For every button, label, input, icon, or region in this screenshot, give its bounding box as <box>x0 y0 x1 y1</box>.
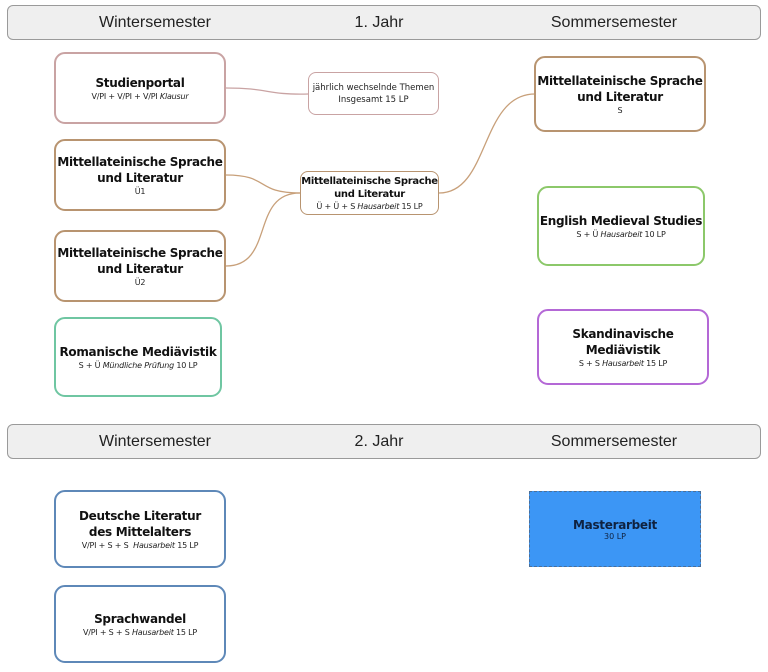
year2-header-bar: Wintersemester 2. Jahr Sommersemester <box>7 424 761 459</box>
module-title: Skandinavische Mediävistik <box>572 326 674 357</box>
module-title: Sprachwandel <box>94 611 186 626</box>
year1-winter-label: Wintersemester <box>98 14 212 31</box>
module-title: Mittellateinische Sprache <box>57 154 223 169</box>
module-masterarbeit[interactable]: Masterarbeit 30 LP <box>529 491 701 567</box>
module-requirements: S + Ü Hausarbeit 10 LP <box>576 229 666 239</box>
module-title: Mittellateinische Sprache <box>537 73 703 88</box>
module-mls-u1[interactable]: Mittellateinische Sprache und Literatur … <box>54 139 226 211</box>
module-mls-combined[interactable]: Mittellateinische Sprache und Literatur … <box>300 171 439 215</box>
connector-module-mls-s <box>438 93 536 194</box>
module-title-line2: und Literatur <box>97 170 183 185</box>
module-requirements: S + Ü Mündliche Prüfung 10 LP <box>78 360 198 370</box>
module-deutsche[interactable]: Deutsche Literatur des Mittelalters V/PI… <box>54 490 226 568</box>
module-themen[interactable]: jährlich wechselnde Themen Insgesamt 15 … <box>308 72 439 115</box>
connector-mls-u1-module <box>225 174 301 194</box>
module-requirements: Ü2 <box>134 277 146 287</box>
module-requirements: Ü + Ü + S Hausarbeit 15 LP <box>316 201 423 211</box>
year2-title: 2. Jahr <box>354 433 404 450</box>
module-studienportal[interactable]: Studienportal V/PI + V/PI + V/PI Klausur <box>54 52 226 124</box>
module-title: Studienportal <box>95 75 185 90</box>
module-title-line2: des Mittelalters <box>88 524 192 539</box>
year1-title: 1. Jahr <box>354 14 404 31</box>
connector-mls-u2-module <box>225 192 301 267</box>
module-title: Mittellateinische Sprache <box>301 175 438 187</box>
module-mls-s[interactable]: Mittellateinische Sprache und Literatur … <box>534 56 706 132</box>
module-skandinavisch[interactable]: Skandinavische Mediävistik S + S Hausarb… <box>537 309 709 385</box>
year1-summer-label: Sommersemester <box>550 14 678 31</box>
themen-line2: Insgesamt 15 LP <box>338 94 409 105</box>
year1-header-bar: Wintersemester 1. Jahr Sommersemester <box>7 5 761 40</box>
connector-studienportal-themen <box>225 87 309 95</box>
module-title-line2: und Literatur <box>577 89 663 104</box>
module-title: Masterarbeit <box>573 517 657 532</box>
year2-winter-label: Wintersemester <box>98 433 212 450</box>
module-title: Deutsche Literatur <box>79 508 201 523</box>
module-romanische[interactable]: Romanische Mediävistik S + Ü Mündliche P… <box>54 317 222 397</box>
module-title: Mittellateinische Sprache <box>57 245 223 260</box>
module-title-line2: und Literatur <box>334 188 405 200</box>
module-english[interactable]: English Medieval Studies S + Ü Hausarbei… <box>537 186 705 266</box>
module-title: Romanische Mediävistik <box>59 344 217 359</box>
module-requirements: S <box>617 105 623 115</box>
module-title-line2: und Literatur <box>97 261 183 276</box>
module-requirements: V/PI + S + S Hausarbeit 15 LP <box>82 627 198 637</box>
module-requirements: S + S Hausarbeit 15 LP <box>578 358 668 368</box>
module-title: English Medieval Studies <box>539 213 703 228</box>
themen-line1: jährlich wechselnde Themen <box>312 82 435 93</box>
module-requirements: V/PI + S + S Hausarbeit 15 LP <box>81 540 199 550</box>
module-requirements: Ü1 <box>134 186 146 196</box>
year2-summer-label: Sommersemester <box>550 433 678 450</box>
module-requirements: V/PI + V/PI + V/PI Klausur <box>91 91 189 101</box>
module-credits: 30 LP <box>603 531 626 541</box>
module-mls-u2[interactable]: Mittellateinische Sprache und Literatur … <box>54 230 226 302</box>
module-sprachwandel[interactable]: Sprachwandel V/PI + S + S Hausarbeit 15 … <box>54 585 226 663</box>
